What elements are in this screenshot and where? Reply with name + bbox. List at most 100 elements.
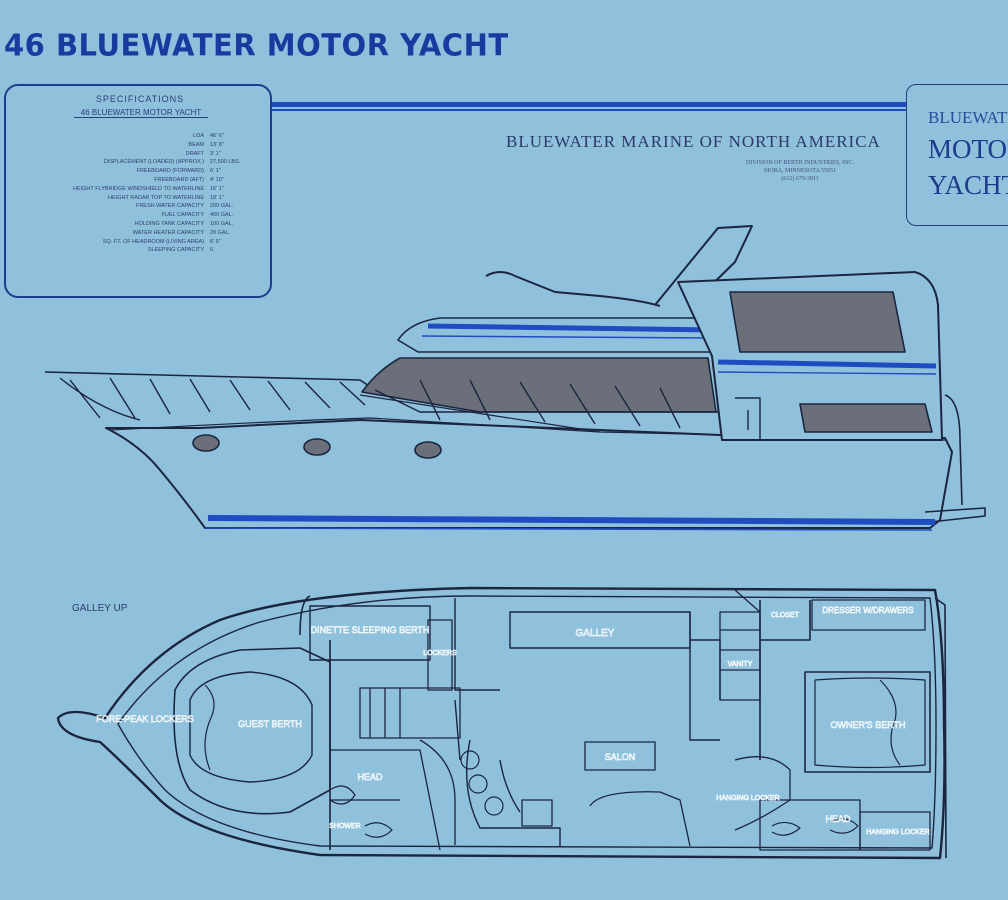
window-mullions [419,379,681,429]
floorplan-labels: FORE-PEAK LOCKERS GUEST BERTH DINETTE SL… [96,606,930,837]
galley-up-label: GALLEY UP [72,603,128,614]
aft-bulkhead [759,600,811,760]
aft-steps [719,589,761,701]
spec-label: SLEEPING CAPACITY [147,247,204,254]
spec-label: HOLDING TANK CAPACITY [134,220,204,227]
swim-platform [924,507,986,523]
plan-hull-inner [117,595,937,849]
dresser [811,599,926,631]
spec-label: HEIGHT FLYBRIDGE WINDSHIELD TO WATERLINE [72,185,204,192]
spec-row: WATER HEATER CAPACITY 20 GAL. [14,229,266,238]
salon-chair [521,799,553,827]
dinette-berth [309,605,431,661]
spec-value: 27,500 LBS. [210,159,241,166]
room-label-vanity: VANITY [728,661,753,668]
spec-row: FREEBOARD (FORWARD) 6' 1" [14,167,266,176]
specifications-box: SPECIFICATIONS 46 BLUEWATER MOTOR YACHT … [4,84,272,298]
aft-lower-window [799,403,933,433]
brand-line1: BLUEWATER [928,108,1008,127]
spec-value: 16' 1" [210,185,224,192]
room-label-owners-berth: OWNER'S BERTH [830,720,905,730]
spec-label: FREEBOARD (AFT) [154,176,204,183]
room-label-head-fwd: HEAD [357,772,383,782]
spec-value: 4' 10" [210,176,224,183]
salon-table [584,741,656,771]
company-name: BLUEWATER MARINE OF NORTH AMERICA [506,132,881,151]
spec-row: FREEBOARD (AFT) 4' 10" [14,176,266,185]
spec-row: DISPLACEMENT (LOADED) (APPROX.) 27,500 LB… [14,158,266,167]
flybridge-fin [485,271,661,307]
spec-row: HEIGHT RADAR TOP TO WATERLINE 18' 1" [14,194,266,203]
spec-value: 13' 8" [210,141,224,148]
bulkhead-fwd [299,595,331,850]
spec-row: FUEL CAPACITY 400 GAL. [14,211,266,220]
flybridge-stripe-2 [421,335,716,339]
porthole [192,434,220,452]
flybridge-stripe-1 [427,323,716,333]
company-division: DIVISION OF BERTH INDUSTRIES, INC. [746,160,854,166]
spec-row: SQ. FT. OF HEADROOM (LIVING AREA) 6' 5" [14,238,266,247]
spec-label: FREEBOARD (FORWARD) [136,168,204,175]
sheer-line [109,417,946,441]
forward-cabin [173,647,331,815]
mid-shower [419,739,456,845]
bow-rail-lower [69,377,366,419]
cabin-window-band [361,357,717,413]
bulwark-rail [359,394,601,433]
mid-locker [427,619,453,691]
porthole [414,441,442,459]
fwd-steps [359,687,461,739]
rule-thick-line [272,102,906,107]
plan-hull-outer [56,586,946,860]
salon-stool [460,750,480,770]
galley-divider [454,598,500,761]
brand-box [906,84,1008,226]
berth-pillows [204,684,215,771]
spec-value: 6' 5" [210,238,221,245]
boot-stripe [207,515,936,525]
spec-value: 6' 1" [210,168,221,175]
spec-label: DISPLACEMENT (LOADED) (APPROX.) [103,159,204,166]
spec-label: WATER HEATER CAPACITY [132,229,204,236]
spec-label: HEIGHT RADAR TOP TO WATERLINE [108,194,204,201]
aft-door [735,397,761,440]
salon-stool [484,796,504,816]
room-label-hanging-locker: HANGING LOCKER [716,795,779,802]
room-label-sleeping-berth: DINETTE SLEEPING BERTH [311,625,430,635]
aft-head-fixtures [771,818,859,836]
spec-label: SQ. FT. OF HEADROOM (LIVING AREA) [102,238,204,245]
porthole [303,438,331,456]
spec-value: 400 GAL. [210,212,234,219]
fwd-head [330,749,441,851]
company-phone: (612) 679-3811 [781,176,819,182]
spec-row: HEIGHT FLYBRIDGE WINDSHIELD TO WATERLINE… [14,185,266,194]
title-rule [272,100,906,112]
spec-value: 6 [210,247,214,254]
guest-berth-outline [189,671,313,783]
spec-row: SLEEPING CAPACITY 6 [14,246,266,255]
spec-label: DRAFT [185,150,204,157]
spec-label: LOA [192,133,204,139]
aft-stripe-thin [717,371,937,375]
aft-stripe [717,359,937,369]
room-label-head-aft: HEAD [825,814,851,824]
room-label-shower: SHOWER [329,823,361,830]
floor-plan [56,586,947,860]
spec-value: 20 GAL. [210,229,231,236]
rule-thin-line [272,109,906,111]
spec-value: 18' 1" [210,194,224,201]
spec-label: FRESH WATER CAPACITY [135,203,204,210]
room-label-dresser: DRESSER W/DRAWERS [822,606,913,615]
aft-hanging-locker [859,811,931,851]
fwd-head-fixtures [329,785,393,838]
room-label-forepeak: FORE-PEAK LOCKERS [96,714,194,724]
specifications-heading: SPECIFICATIONS [95,94,185,104]
spec-label: FUEL CAPACITY [161,212,204,219]
